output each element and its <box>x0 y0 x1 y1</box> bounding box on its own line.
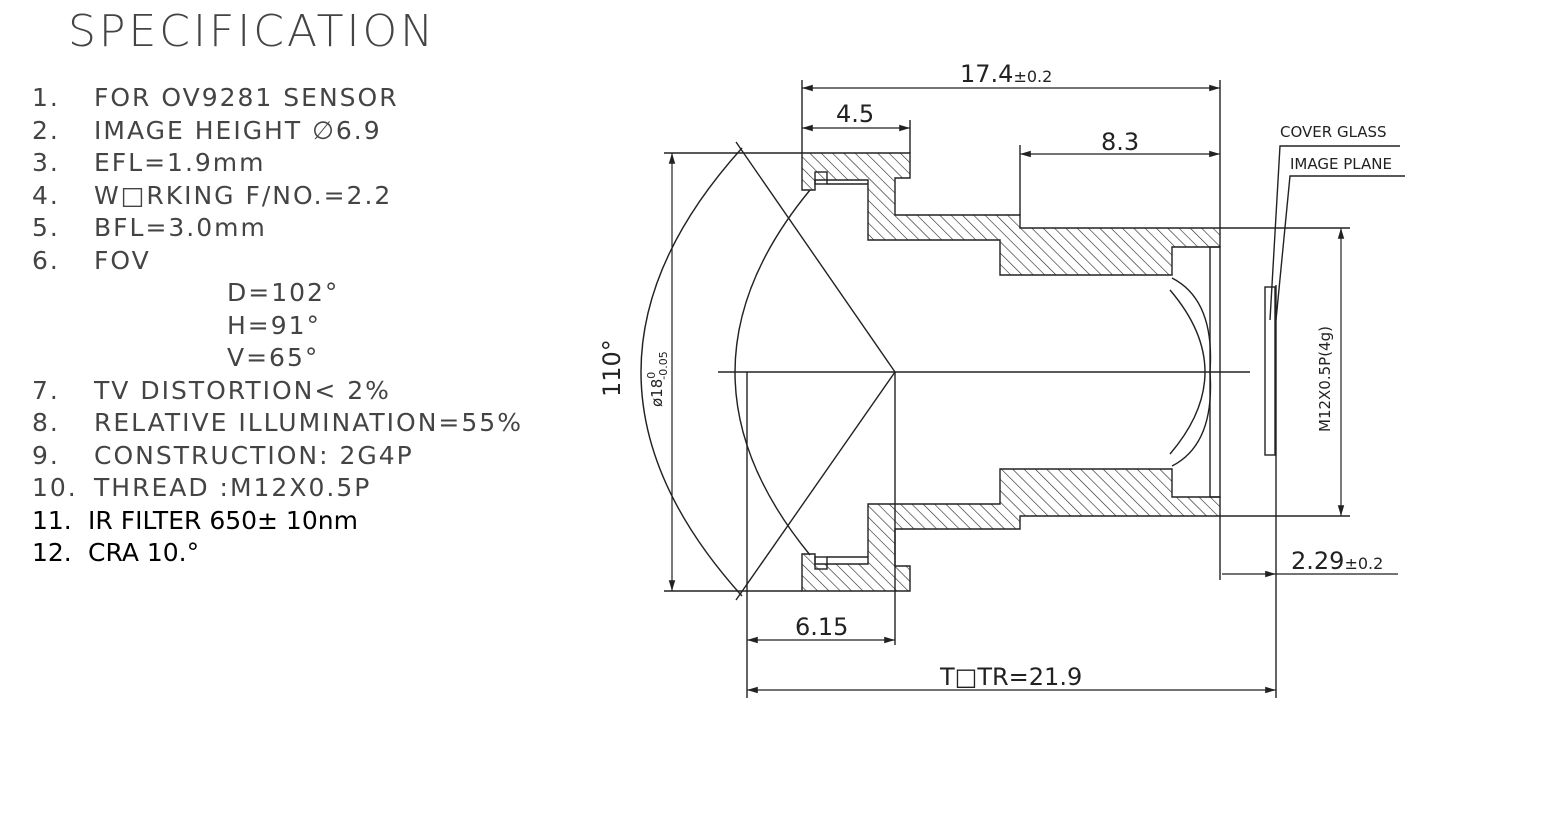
leader-image-plane <box>1275 175 1405 321</box>
fov-ray-top <box>735 141 896 373</box>
spec-item-6: 6. FOV <box>32 245 523 278</box>
spec-text: CONSTRUCTION: 2G4P <box>94 440 414 470</box>
spec-text: V=65° <box>227 343 320 372</box>
fov-arc <box>640 147 743 597</box>
front-retainer-bottom <box>814 556 828 570</box>
spec-title: SPECIFICATION <box>68 6 437 57</box>
spec-list: 1.FOR OV9281 SENSOR 2.IMAGE HEIGHT ∅6.9 … <box>32 82 523 570</box>
spec-item-1: 1. FOR OV9281 SENSOR <box>32 82 523 115</box>
dim-diameter-label: ø180-0.05 <box>645 351 670 407</box>
dim-front-label: 4.5 <box>836 100 874 128</box>
spec-text: D=102° <box>227 278 340 307</box>
spec-item-7: 7. TV DISTORTION< 2% <box>32 375 523 408</box>
spec-num: 10. <box>32 473 78 502</box>
leader-cover-glass <box>1269 145 1400 321</box>
spec-text: W□RKING F/NO.=2.2 <box>94 180 393 210</box>
spec-num: 1. <box>32 83 60 112</box>
spec-text: IMAGE HEIGHT ∅6.9 <box>94 115 382 145</box>
dim-total-label: 17.4±0.2 <box>960 60 1052 88</box>
front-lens-surface <box>734 189 811 556</box>
spec-item-11: 11. IR FILTER 650± 10nm <box>32 505 523 538</box>
spec-item-fov-h: H=91° <box>32 310 523 343</box>
label-image-plane: IMAGE PLANE <box>1290 155 1392 173</box>
spec-item-12: 12. CRA 10.° <box>32 537 523 570</box>
spec-text: CRA 10.° <box>88 538 200 567</box>
spec-text: THREAD :M12X0.5P <box>94 473 372 502</box>
fov-angle-label: 110° <box>598 339 626 397</box>
spec-num: 7. <box>32 375 60 405</box>
spec-item-5: 5. BFL=3.0mm <box>32 212 523 245</box>
spec-text: H=91° <box>227 310 322 340</box>
spec-item-2: 2. IMAGE HEIGHT ∅6.9 <box>32 115 523 148</box>
front-retainer-top <box>814 171 828 185</box>
spec-num: 4. <box>32 180 60 210</box>
cover-glass <box>1264 286 1276 456</box>
spec-text: BFL=3.0mm <box>94 213 267 242</box>
thread-label: M12X0.5P(4g) <box>1316 326 1334 432</box>
spec-num: 6. <box>32 245 60 275</box>
spec-text: FOV <box>94 245 151 275</box>
spec-text: FOR OV9281 SENSOR <box>94 83 399 112</box>
dim-vertex-label: 6.15 <box>795 613 848 641</box>
spec-item-9: 9. CONSTRUCTION: 2G4P <box>32 440 523 473</box>
spec-num: 8. <box>32 408 60 437</box>
dim-totr-label: T□TR=21.9 <box>939 663 1082 691</box>
spec-num: 9. <box>32 440 60 470</box>
spec-item-8: 8. RELATIVE ILLUMINATION=55% <box>32 407 523 440</box>
dim-back-label: 2.29±0.2 <box>1291 547 1383 575</box>
barrel-lower <box>801 468 1221 592</box>
spec-num: 3. <box>32 148 60 177</box>
rear-lens <box>1169 289 1206 455</box>
spec-item-fov-d: D=102° <box>32 277 523 310</box>
spec-item-4: 4. W□RKING F/NO.=2.2 <box>32 180 523 213</box>
spec-item-fov-v: V=65° <box>32 342 523 375</box>
spec-num: 5. <box>32 213 60 242</box>
fov-ray-bottom <box>735 371 896 601</box>
dim-barrel-label: 8.3 <box>1101 128 1139 156</box>
spec-text: TV DISTORTION< 2% <box>94 375 391 405</box>
label-cover-glass: COVER GLASS <box>1280 123 1387 141</box>
barrel-upper <box>801 152 1221 276</box>
spec-num: 12. <box>32 538 72 567</box>
spec-text: RELATIVE ILLUMINATION=55% <box>94 408 523 437</box>
spec-item-3: 3. EFL=1.9mm <box>32 147 523 180</box>
spec-text: EFL=1.9mm <box>94 148 266 177</box>
rear-flange <box>1209 246 1221 498</box>
spec-text: IR FILTER 650± 10nm <box>88 505 358 535</box>
spec-num: 11. <box>32 505 72 535</box>
spec-item-10: 10. THREAD :M12X0.5P <box>32 472 523 505</box>
spec-num: 2. <box>32 115 60 145</box>
